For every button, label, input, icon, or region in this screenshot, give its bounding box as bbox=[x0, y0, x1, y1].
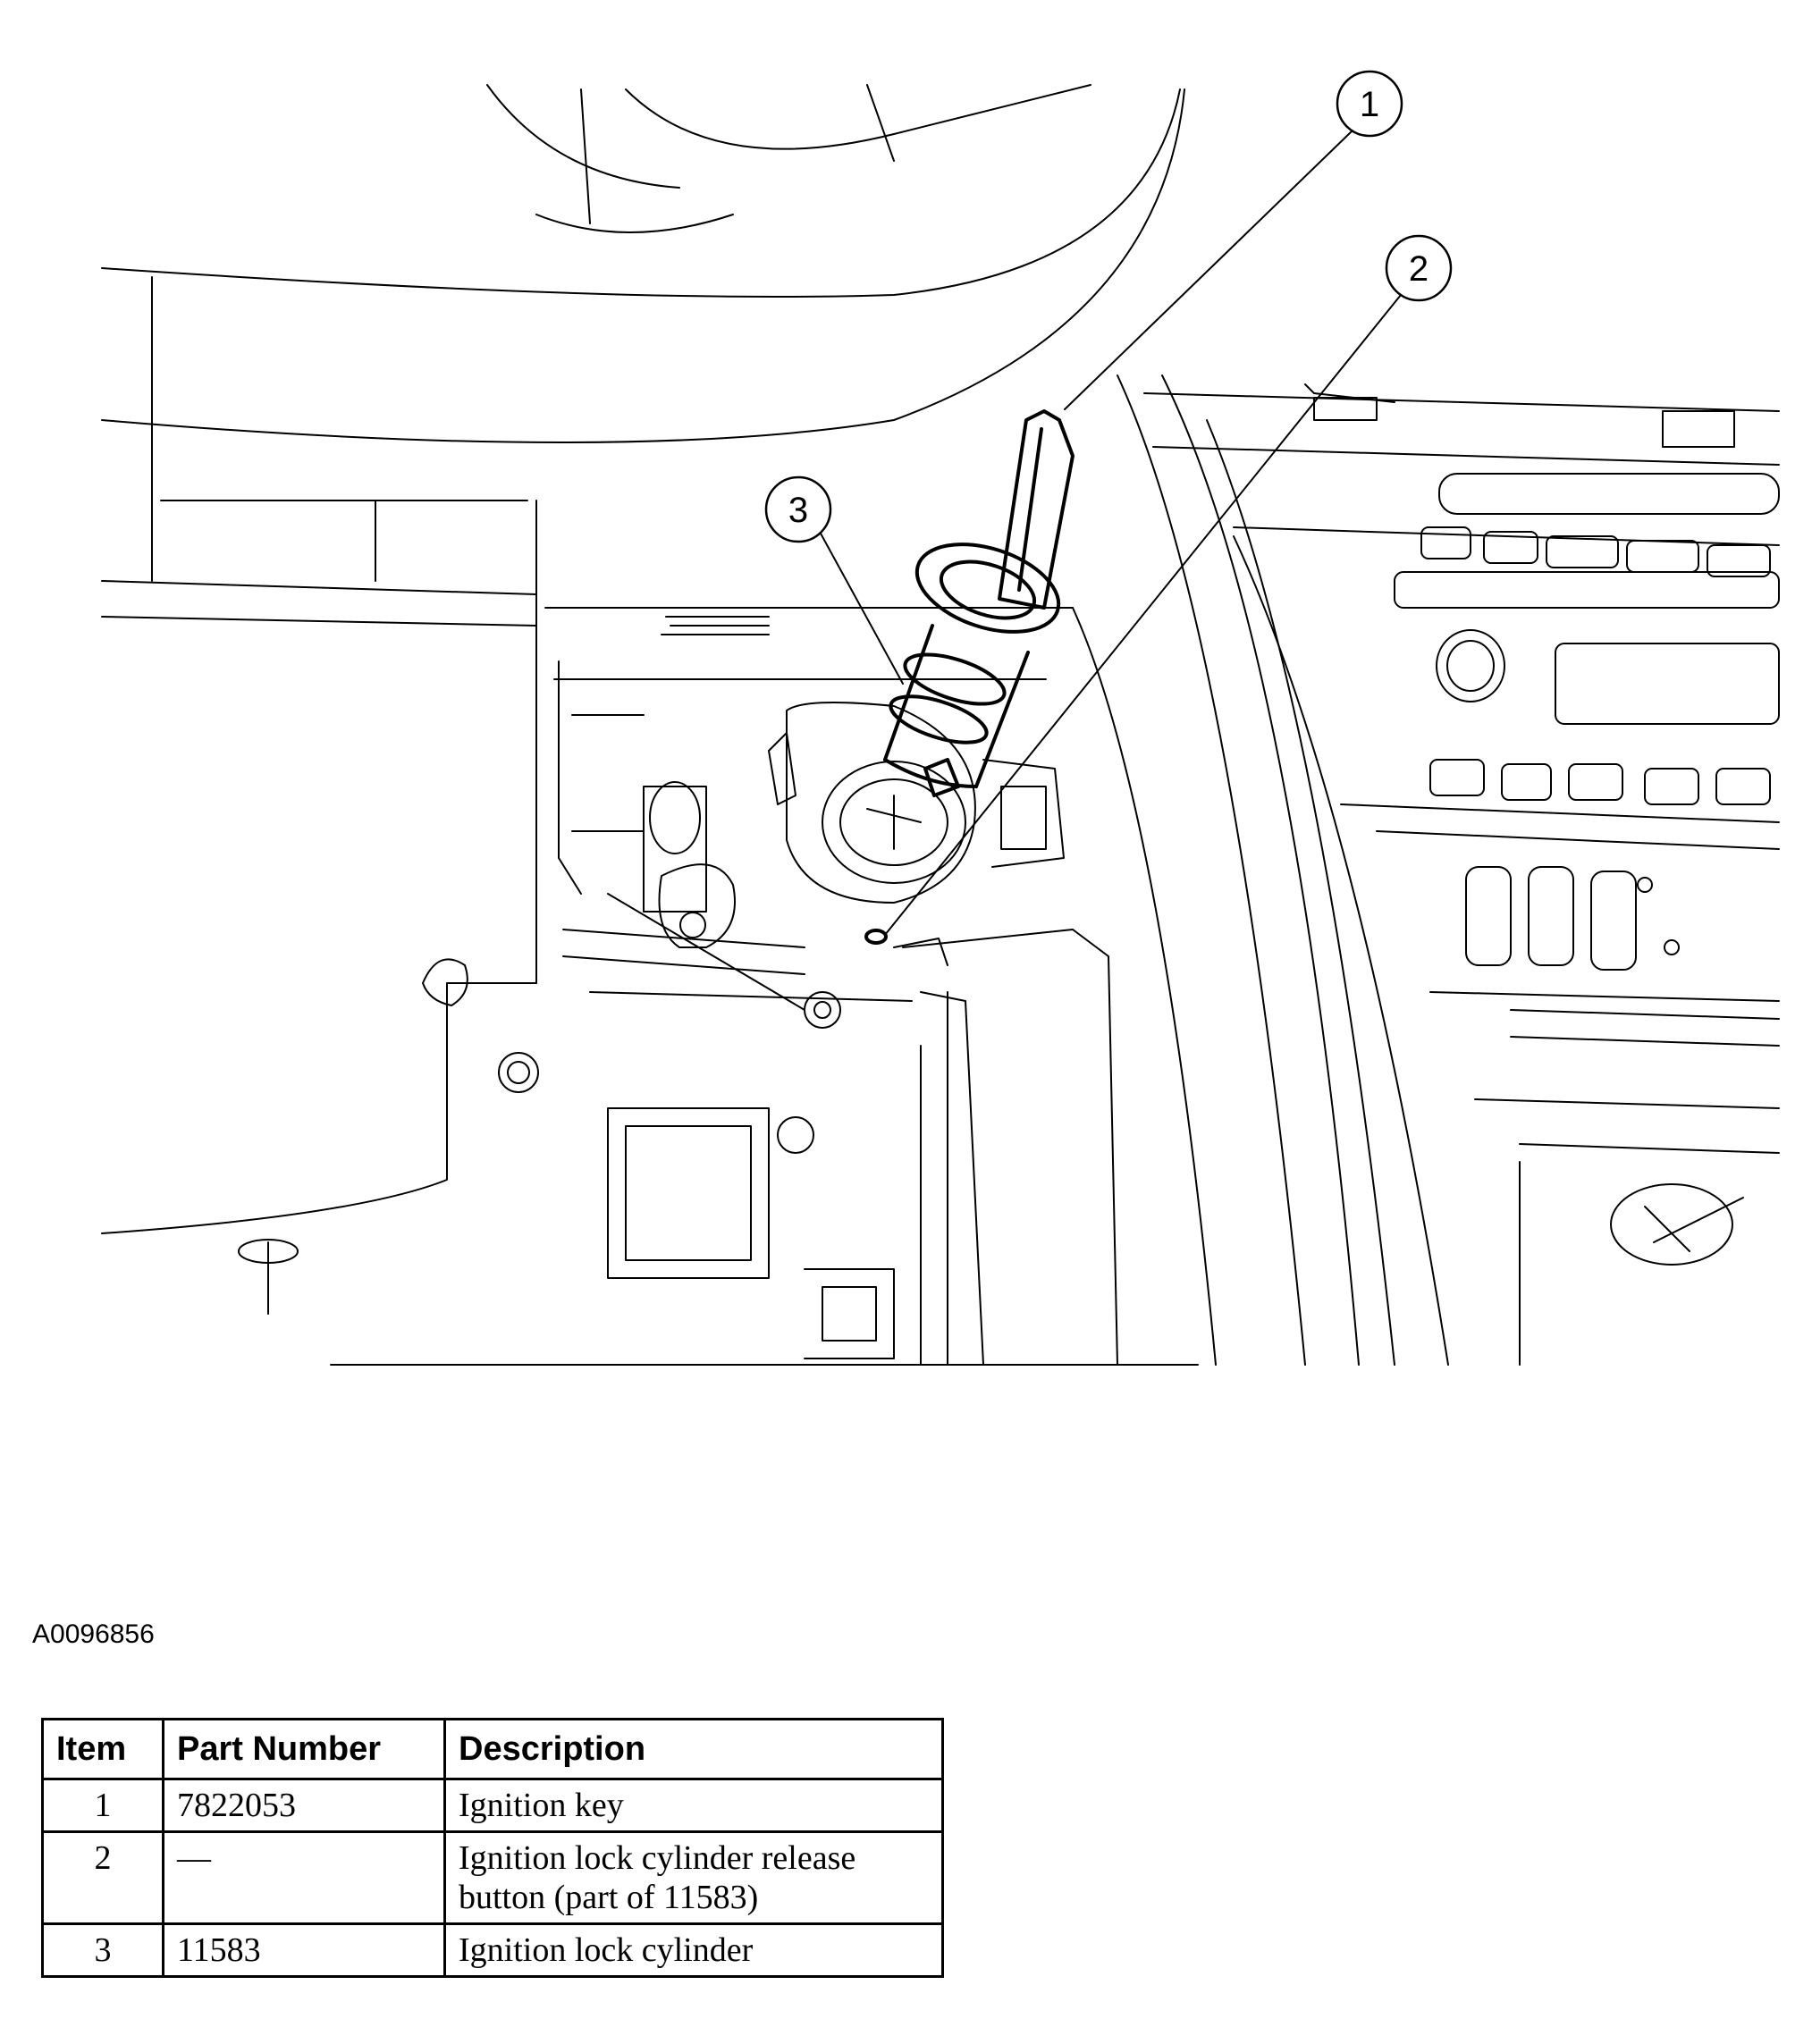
callout-2: 2 bbox=[1385, 234, 1453, 302]
table-row: 1 7822053 Ignition key bbox=[41, 1778, 944, 1833]
callout-leaders bbox=[819, 130, 1402, 936]
row-description: Ignition lock cylinder bbox=[443, 1922, 944, 1978]
row-description: Ignition lock cylinder release button (p… bbox=[443, 1830, 944, 1925]
row-part-number: 11583 bbox=[162, 1922, 446, 1978]
row-part-number: 7822053 bbox=[162, 1778, 446, 1833]
header-item: Item bbox=[41, 1718, 164, 1780]
ignition-diagram: 1 2 3 bbox=[101, 70, 1780, 1366]
column-shroud bbox=[101, 607, 1199, 1366]
row-part-number: — bbox=[162, 1830, 446, 1925]
instrument-panel bbox=[902, 374, 1780, 1366]
table-row: 2 — Ignition lock cylinder release butto… bbox=[41, 1830, 944, 1925]
parts-table: Item Part Number Description 1 7822053 I… bbox=[41, 1718, 944, 1978]
table-header-row: Item Part Number Description bbox=[41, 1718, 944, 1780]
callout-1: 1 bbox=[1336, 70, 1403, 138]
ignition-key bbox=[998, 409, 1075, 610]
ignition-lock-cylinder bbox=[883, 543, 1061, 797]
lock-housing bbox=[571, 616, 1065, 1029]
row-item: 3 bbox=[41, 1922, 164, 1978]
callout-3-label: 3 bbox=[788, 491, 808, 530]
callout-3: 3 bbox=[764, 475, 832, 543]
table-row: 3 11583 Ignition lock cylinder bbox=[41, 1922, 944, 1978]
callout-2-label: 2 bbox=[1409, 249, 1429, 289]
steering-wheel bbox=[101, 84, 1185, 627]
row-item: 2 bbox=[41, 1830, 164, 1925]
header-description: Description bbox=[443, 1718, 944, 1780]
release-button bbox=[864, 929, 888, 945]
header-part-number: Part Number bbox=[162, 1718, 446, 1780]
row-item: 1 bbox=[41, 1778, 164, 1833]
callout-1-label: 1 bbox=[1360, 85, 1379, 124]
row-description: Ignition key bbox=[443, 1778, 944, 1833]
figure-id: A0096856 bbox=[32, 1619, 155, 1649]
